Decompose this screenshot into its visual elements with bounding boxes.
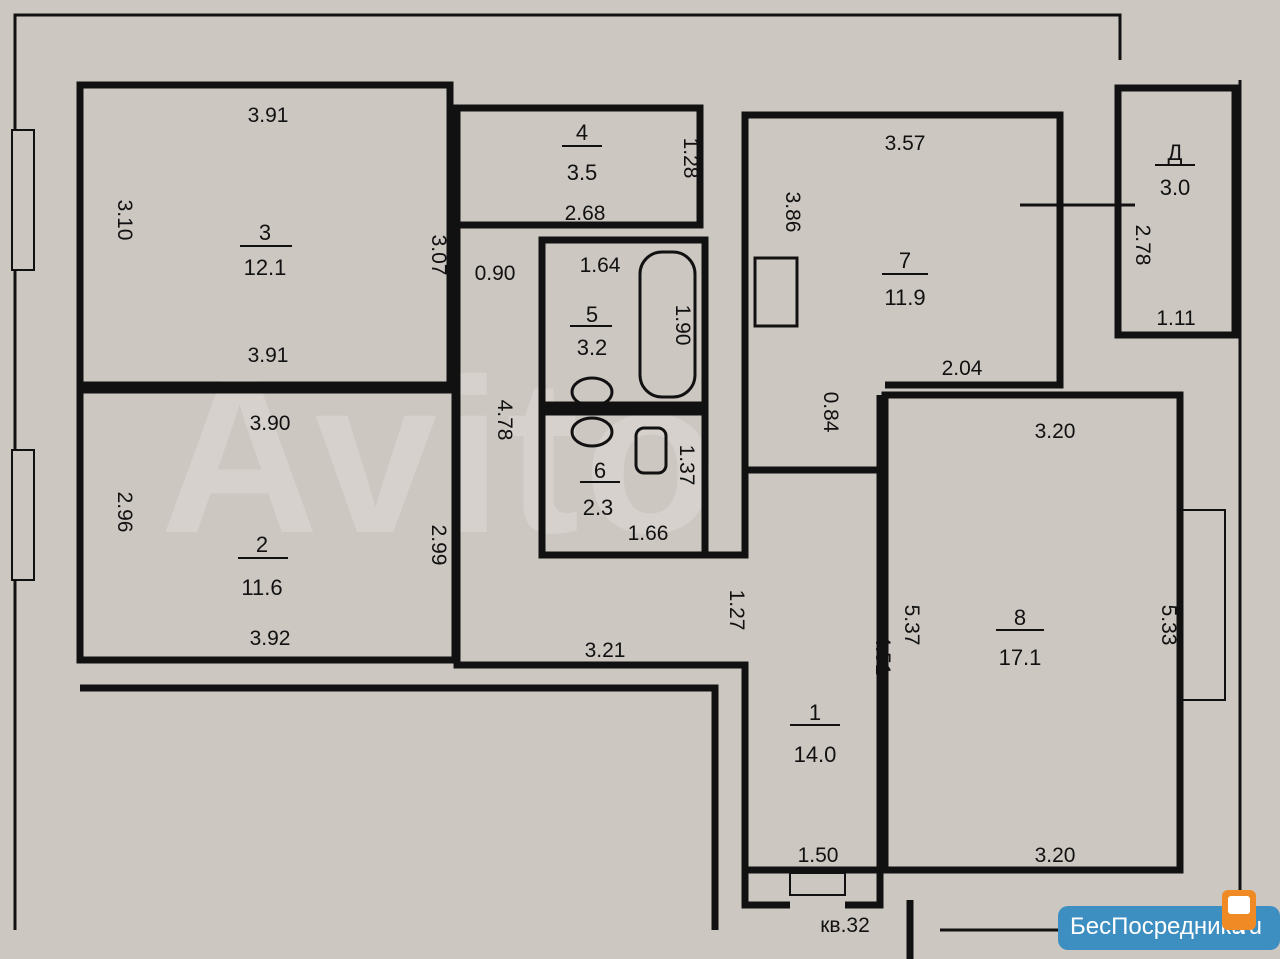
dim: 1.11 <box>1156 307 1195 330</box>
dim: 3.20 <box>1035 844 1076 867</box>
room-label-7: 711.9 <box>882 248 928 310</box>
room-label-8: 817.1 <box>996 605 1044 670</box>
window <box>11 129 35 271</box>
entrance-door <box>789 872 846 896</box>
dim: 3.86 <box>781 192 804 233</box>
toilet <box>634 426 668 475</box>
outer-wall <box>13 13 1122 930</box>
avito-watermark: Avito <box>160 333 722 579</box>
corridor-walls <box>453 225 884 874</box>
bathtub <box>638 250 697 399</box>
dim: 1.90 <box>671 305 694 346</box>
room-4-walls <box>453 104 704 229</box>
dim: 5.37 <box>900 605 923 646</box>
dim: 0.90 <box>475 262 516 285</box>
dim: 2.96 <box>113 492 136 533</box>
balcony-walls <box>1114 84 1239 339</box>
room-6-walls <box>538 408 709 559</box>
room-7-walls <box>741 111 1064 474</box>
svg-text:3.2: 3.2 <box>577 335 608 360</box>
dim: 3.91 <box>248 104 289 127</box>
dim: 5.33 <box>1157 605 1180 646</box>
svg-text:17.1: 17.1 <box>999 645 1042 670</box>
dim: 2.99 <box>427 525 450 566</box>
svg-text:1: 1 <box>809 700 821 725</box>
dim: 1.50 <box>798 844 839 867</box>
dim: 1.27 <box>725 590 748 631</box>
svg-text:12.1: 12.1 <box>244 255 287 280</box>
room-label-3: 312.1 <box>240 220 292 280</box>
stove <box>753 256 799 328</box>
room-3-walls <box>76 81 454 389</box>
dim: 1.37 <box>675 445 698 486</box>
svg-text:6: 6 <box>594 458 606 483</box>
dim: 4.51 <box>871 635 894 676</box>
room-5-walls <box>538 236 709 409</box>
dim: 3.21 <box>585 639 626 662</box>
site-watermark-badge: БесПосредника .ru <box>1058 906 1280 950</box>
dim: 3.91 <box>248 344 289 367</box>
dim: 3.20 <box>1035 420 1076 443</box>
dim: 1.28 <box>679 138 702 179</box>
window <box>11 449 35 581</box>
room-label-5: 53.2 <box>570 302 612 360</box>
svg-text:7: 7 <box>899 248 911 273</box>
dim: 3.57 <box>885 132 926 155</box>
sink <box>570 416 614 448</box>
svg-text:8: 8 <box>1014 605 1026 630</box>
room-label-6: 62.3 <box>580 458 620 520</box>
svg-text:3.5: 3.5 <box>567 160 598 185</box>
svg-text:5: 5 <box>586 302 598 327</box>
cat-mascot-icon <box>1222 890 1256 930</box>
room-8-walls <box>881 391 1184 874</box>
dim: 0.84 <box>819 392 842 433</box>
dim: 2.78 <box>1131 225 1154 266</box>
svg-text:Д: Д <box>1168 140 1183 165</box>
dim: 1.64 <box>580 254 621 277</box>
svg-text:4: 4 <box>576 120 588 145</box>
site-name: БесПосредника <box>1070 913 1245 940</box>
svg-text:3: 3 <box>259 220 271 245</box>
dim: 4.78 <box>493 400 516 441</box>
dim: 1.66 <box>628 522 669 545</box>
dim: 3.90 <box>250 412 291 435</box>
window <box>1179 509 1226 701</box>
apartment-label: кв.32 <box>820 914 870 937</box>
dim: 3.07 <box>427 235 450 276</box>
room-label-2: 211.6 <box>238 532 288 600</box>
svg-text:11.6: 11.6 <box>241 575 282 600</box>
dim: 2.04 <box>942 357 983 380</box>
neighbour-walls <box>80 684 719 930</box>
svg-text:14.0: 14.0 <box>794 742 837 767</box>
room-label-balcony: Д 3.0 <box>1155 140 1195 200</box>
dim: 3.92 <box>250 627 291 650</box>
dim: 3.10 <box>113 200 136 241</box>
svg-text:11.9: 11.9 <box>884 285 925 310</box>
entrance-walls <box>741 870 914 959</box>
svg-text:2: 2 <box>256 532 268 557</box>
dim: 2.68 <box>565 202 606 225</box>
svg-text:3.0: 3.0 <box>1160 175 1191 200</box>
sink <box>570 376 614 408</box>
room-label-4: 43.5 <box>562 120 602 185</box>
room-label-1: 114.0 <box>790 700 840 767</box>
svg-text:2.3: 2.3 <box>583 495 614 520</box>
